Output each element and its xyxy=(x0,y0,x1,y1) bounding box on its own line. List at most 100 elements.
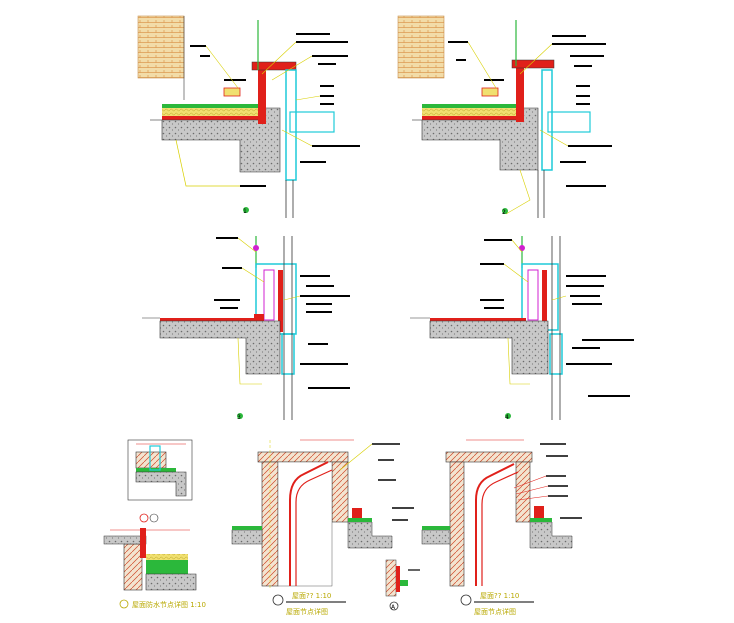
flue-pipe xyxy=(289,461,329,586)
caption-scale: 屋面?? 1:10 xyxy=(292,592,331,600)
roof-membrane xyxy=(160,318,260,321)
window-frame xyxy=(541,69,553,171)
concrete-body xyxy=(135,471,187,497)
detail-number: 1 xyxy=(243,208,247,215)
window-frame xyxy=(549,333,563,375)
leader-lines xyxy=(513,475,549,501)
roof-right-membrane xyxy=(534,506,544,518)
scale-marker xyxy=(460,594,472,606)
detail-gutter-small: 屋面防水节点详图 1:10 xyxy=(103,513,206,609)
detail-marker xyxy=(237,413,243,419)
window-glass-panel xyxy=(547,111,591,133)
leader-lines xyxy=(467,41,569,215)
inner-void xyxy=(277,461,333,587)
window-frame xyxy=(281,333,295,375)
vent-cap xyxy=(519,245,525,251)
leader-lines xyxy=(503,239,567,385)
detail-number: 3 xyxy=(237,414,241,421)
parapet-cap xyxy=(257,451,349,463)
leader-line xyxy=(339,443,373,471)
left-wall xyxy=(449,461,465,587)
callout-labels xyxy=(190,33,360,187)
roof-right-membrane xyxy=(352,508,362,518)
detail-marker xyxy=(502,208,508,214)
drain-pipe xyxy=(481,87,499,97)
parapet-membrane xyxy=(516,66,524,122)
brick-wall-hatch xyxy=(397,15,445,79)
membrane-strip xyxy=(278,270,283,332)
detail-marker xyxy=(505,413,511,419)
parapet-membrane xyxy=(258,68,266,124)
roof-right-green xyxy=(530,518,552,522)
roof-insulation xyxy=(162,108,262,116)
inner-cavity xyxy=(263,269,275,321)
callout-labels xyxy=(214,237,350,389)
concrete-slab xyxy=(159,320,281,375)
detail-marker xyxy=(243,207,249,213)
caption-left: 屋面防水节点详图 1:10 xyxy=(132,600,206,609)
roof-left xyxy=(421,529,451,545)
roof-insulation xyxy=(422,108,518,116)
roof-left xyxy=(231,529,263,545)
cap-stone xyxy=(135,451,167,469)
gutter-body xyxy=(145,573,197,591)
flue-pipe xyxy=(475,463,515,586)
wall-frame xyxy=(521,263,559,331)
detail-a-membrane xyxy=(396,566,400,592)
wall-hatch xyxy=(123,543,143,591)
detail-number: 4 xyxy=(505,414,509,421)
concrete-slab xyxy=(429,320,549,375)
scale-marker xyxy=(272,594,284,606)
caption-marker xyxy=(119,599,129,609)
detail-a-green xyxy=(400,580,408,586)
detail-a-wall xyxy=(385,559,397,597)
drain-pipe xyxy=(223,87,241,97)
reference-circle xyxy=(149,513,159,523)
roof-right xyxy=(347,521,393,549)
detail-roof-section-right: 屋面?? 1:10 屋面节点详图 xyxy=(421,439,582,616)
window-frame xyxy=(285,69,297,181)
flue-pipe-inner xyxy=(481,471,519,586)
detail-parapet-small xyxy=(127,439,193,501)
leader-lines xyxy=(237,237,301,385)
upstand xyxy=(149,445,161,471)
gutter-fill xyxy=(146,560,188,574)
callout-labels xyxy=(480,239,634,397)
detail-3: 3 xyxy=(142,236,350,421)
caption-right: 屋面节点详图 xyxy=(474,607,516,616)
leader-lines xyxy=(205,41,321,147)
parapet-cap xyxy=(251,61,297,71)
leader-line xyxy=(175,139,240,187)
detail-1: 1 xyxy=(137,15,360,218)
roof-membrane xyxy=(162,116,262,120)
parapet-cap xyxy=(445,451,533,463)
inner-cavity xyxy=(527,269,539,321)
detail-2: 2 xyxy=(397,15,612,218)
detail-frame xyxy=(127,439,193,501)
membrane-strip xyxy=(542,270,547,330)
detail-a-label: A xyxy=(391,604,396,611)
parapet-cap xyxy=(511,59,555,69)
brick-wall-hatch xyxy=(137,15,185,79)
reference-circle xyxy=(139,513,149,523)
callout-labels xyxy=(372,443,414,521)
green-layer xyxy=(422,104,518,108)
right-wall xyxy=(331,461,349,523)
roof-left-green xyxy=(422,526,450,530)
vent-cap xyxy=(253,245,259,251)
detail-4: 4 xyxy=(410,236,634,421)
flashing xyxy=(140,528,146,558)
green-layer xyxy=(162,104,262,108)
window-glass-panel xyxy=(289,111,335,133)
caption-mid: 屋面节点详图 xyxy=(286,607,328,616)
roof-membrane xyxy=(422,116,518,120)
caption-scale: 屋面?? 1:10 xyxy=(480,592,519,600)
roof-membrane xyxy=(430,318,526,321)
drain-block xyxy=(254,314,264,324)
detail-a-marker xyxy=(389,601,399,611)
callout-labels xyxy=(540,443,582,519)
detail-roof-section-mid: 屋面?? 1:10 屋面节点详图 xyxy=(231,439,414,616)
roof-right xyxy=(529,521,573,549)
slab xyxy=(103,535,147,545)
